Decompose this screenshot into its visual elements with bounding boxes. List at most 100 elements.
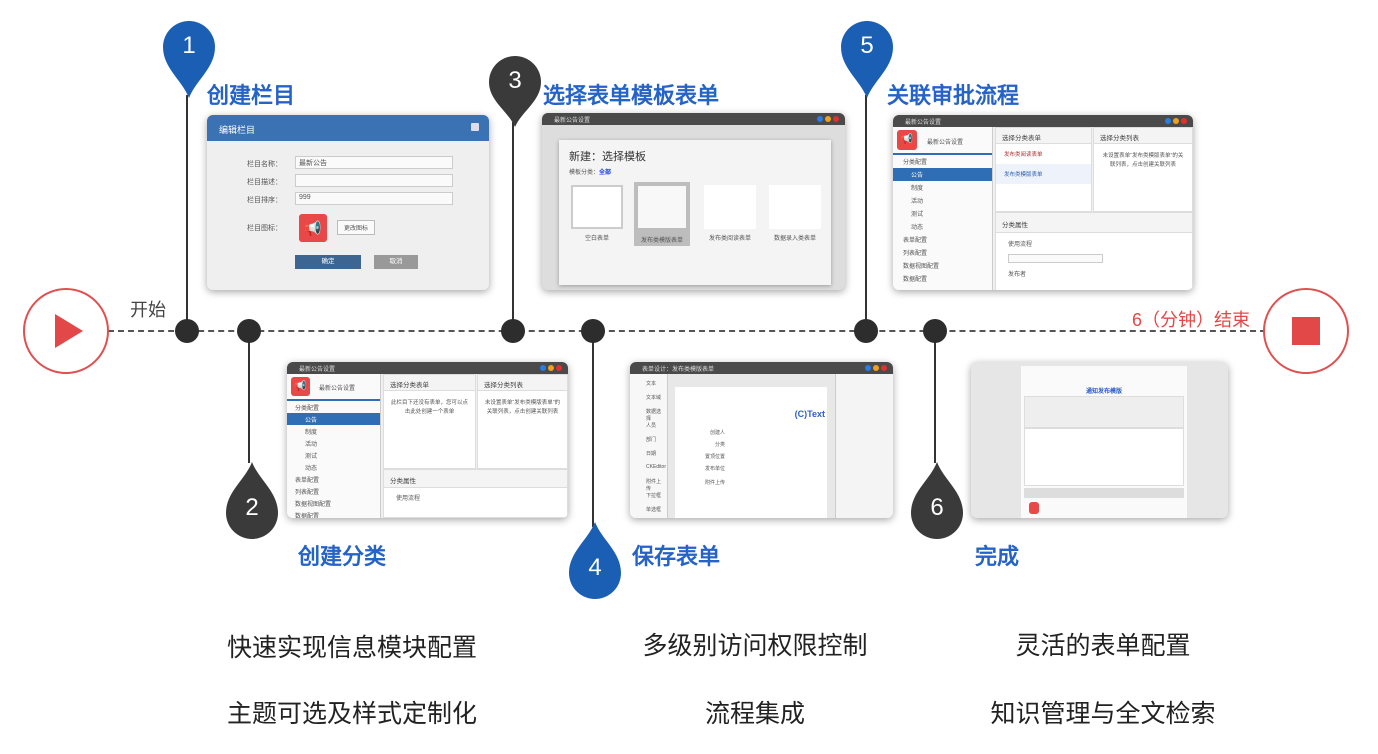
window-title: 最新公告设置 xyxy=(542,113,845,125)
category-all-link[interactable]: 全部 xyxy=(599,170,612,176)
panel-header: 分类属性 xyxy=(996,213,1192,233)
timeline-dot-2 xyxy=(237,319,261,343)
feature-text: 主题可选及样式定制化 xyxy=(226,700,478,728)
hint-text: 未设置表单“发布类模版表单”的关联列表，点击创建关联列表 xyxy=(484,400,561,415)
play-icon xyxy=(55,314,83,348)
flow-select[interactable] xyxy=(1008,254,1103,263)
cancel-button[interactable]: 取消 xyxy=(374,255,418,269)
tree-item[interactable]: 表单配置 xyxy=(295,478,320,484)
tree-item[interactable]: 列表配置 xyxy=(295,490,320,496)
tool-item[interactable]: 文本 xyxy=(646,381,657,387)
timeline-line xyxy=(108,330,1266,332)
tool-item[interactable]: 数据选择 xyxy=(646,409,662,422)
tree-item-editing[interactable]: 公告 xyxy=(287,413,380,425)
name-input[interactable]: 最新公告 xyxy=(295,156,453,169)
connector-6 xyxy=(934,331,936,463)
tree-item[interactable]: 数据配置 xyxy=(903,277,928,283)
close-icon[interactable] xyxy=(471,123,479,131)
screenshot-create-category: 最新公告设置 📢最新公告设置 分类配置 公告 制度 活动 测试 动态 表单配置 … xyxy=(287,362,568,518)
step-pin-6: 6 xyxy=(910,460,964,540)
step-pin-2: 2 xyxy=(225,460,279,540)
megaphone-icon: 📢 xyxy=(897,130,917,150)
form-row-label: 分类 xyxy=(714,442,725,448)
tree-item[interactable]: 制度 xyxy=(911,186,924,192)
tool-item[interactable]: 单选框 xyxy=(646,507,662,513)
tree-item[interactable]: 分类配置 xyxy=(295,406,320,412)
step-pin-1: 1 xyxy=(162,20,216,100)
tool-item[interactable]: 部门 xyxy=(646,437,657,443)
megaphone-icon: 📢 xyxy=(299,214,327,242)
ok-button[interactable]: 确定 xyxy=(295,255,361,269)
tool-item[interactable]: 文本域 xyxy=(646,395,662,401)
template-name: 发布类阅读表单 xyxy=(708,236,751,242)
screenshot-approval-flow: 最新公告设置 📢最新公告设置 分类配置 公告 制度 活动 测试 动态 表单配置 … xyxy=(893,115,1193,290)
form-item-selected[interactable]: 发布类模版表单 xyxy=(996,164,1091,184)
description-input[interactable] xyxy=(295,174,453,187)
start-button[interactable] xyxy=(23,288,109,374)
tree-item[interactable]: 表单配置 xyxy=(903,238,928,244)
template-card[interactable] xyxy=(769,185,821,229)
template-card-selected[interactable] xyxy=(634,182,690,246)
screenshot-form-designer: 表单设计：发布类模版表单 文本 文本域 数据选择 人员 部门 日期 CKEdit… xyxy=(630,362,893,518)
step-title-4: 保存表单 xyxy=(632,544,721,569)
design-canvas[interactable]: (C)Text 创建人 分类 置顶位置 发布单位 附件上传 xyxy=(675,387,827,518)
step-pin-3: 3 xyxy=(488,55,542,135)
tree-item[interactable]: 数据配置 xyxy=(295,514,320,518)
tool-item[interactable]: 人员 xyxy=(646,423,657,429)
panel-header: 选择分类列表 xyxy=(478,375,567,391)
end-button[interactable] xyxy=(1263,288,1349,374)
step-pin-5: 5 xyxy=(840,20,894,100)
tool-item[interactable]: 下拉框 xyxy=(646,493,662,499)
tool-item[interactable]: CKEditor xyxy=(646,464,667,470)
field-label: 栏目排序： xyxy=(247,197,282,204)
tree-item[interactable]: 动态 xyxy=(305,466,318,472)
panel-header: 选择分类表单 xyxy=(384,375,475,391)
field-label: 使用流程 xyxy=(1008,242,1033,248)
field-label: 栏目描述： xyxy=(247,179,282,186)
connector-1 xyxy=(186,95,188,331)
template-name: 空白表单 xyxy=(584,236,609,242)
tree-item[interactable]: 测试 xyxy=(911,212,924,218)
tool-item[interactable]: 附件上传 xyxy=(646,479,662,492)
screenshot-select-template: 最新公告设置 新建：选择模板 模板分类： 全部 空白表单 发布类模版表单 发布类… xyxy=(542,113,845,290)
tree-item[interactable]: 活动 xyxy=(305,442,318,448)
timeline-dot-4 xyxy=(581,319,605,343)
tree-item[interactable]: 动态 xyxy=(911,225,924,231)
editor-area[interactable] xyxy=(1024,428,1184,486)
form-title: 通知发布模版 xyxy=(1085,389,1122,395)
timeline-dot-3 xyxy=(501,319,525,343)
end-label: 6（分钟）结束 xyxy=(1132,310,1251,330)
panel-header: 选择分类列表 xyxy=(1094,128,1192,144)
tool-item[interactable]: 日期 xyxy=(646,451,657,457)
template-card[interactable] xyxy=(704,185,756,229)
panel-header: 分类属性 xyxy=(384,470,567,488)
screenshot-completed-form: 通知发布模版 xyxy=(971,362,1228,518)
form-item[interactable]: 发布类阅读表单 xyxy=(1004,152,1043,158)
template-card[interactable] xyxy=(571,185,623,229)
tree-item-selected[interactable]: 公告 xyxy=(893,168,992,181)
connector-5 xyxy=(865,95,867,331)
screenshot-edit-column: 编辑栏目 栏目名称： 最新公告 栏目描述： 栏目排序： 999 栏目图标： 📢 … xyxy=(207,115,489,290)
feature-text: 知识管理与全文检索 xyxy=(990,700,1216,728)
timeline-dot-6 xyxy=(923,319,947,343)
tree-item[interactable]: 测试 xyxy=(305,454,318,460)
form-row-label: 创建人 xyxy=(709,430,725,436)
field-label: 栏目图标： xyxy=(247,225,282,232)
step-title-5: 关联审批流程 xyxy=(887,83,1020,108)
modal-heading: 新建：选择模板 xyxy=(569,151,646,163)
tree-item[interactable]: 活动 xyxy=(911,199,924,205)
tree-item[interactable]: 数据视图配置 xyxy=(903,264,940,270)
feature-text: 多级别访问权限控制 xyxy=(642,632,868,660)
order-input[interactable]: 999 xyxy=(295,192,453,205)
connector-3 xyxy=(512,122,514,331)
tree-item[interactable]: 分类配置 xyxy=(903,160,928,166)
step-title-2: 创建分类 xyxy=(298,544,387,569)
dialog-title: 编辑栏目 xyxy=(207,115,489,141)
template-name: 数据录入类表单 xyxy=(773,236,816,242)
tree-item[interactable]: 列表配置 xyxy=(903,251,928,257)
tree-item[interactable]: 数据视图配置 xyxy=(295,502,332,508)
megaphone-icon: 📢 xyxy=(291,377,310,396)
tree-item[interactable]: 制度 xyxy=(305,430,318,436)
hint-text: 未设置表单“发布类模版表单”的关联列表，点击创建关联列表 xyxy=(1102,153,1184,168)
change-icon-button[interactable]: 更改图标 xyxy=(337,220,376,235)
